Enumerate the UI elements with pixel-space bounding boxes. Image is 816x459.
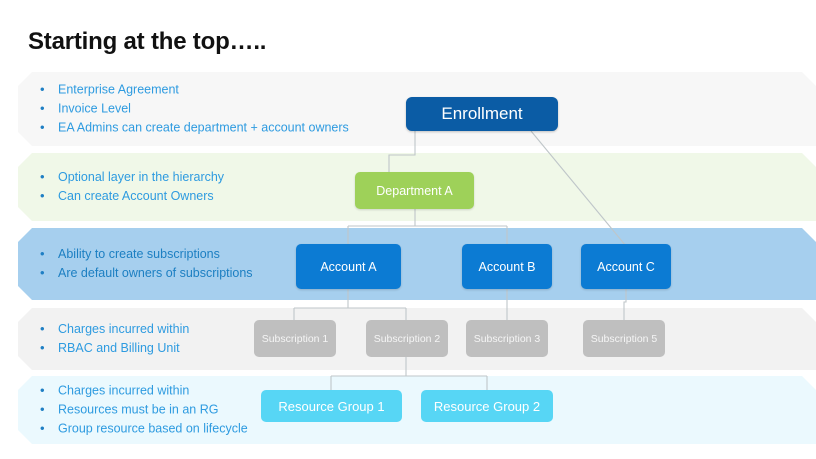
band-account-text: Ability to create subscriptions Are defa…	[36, 245, 253, 283]
band-enrollment-text: Enterprise Agreement Invoice Level EA Ad…	[36, 81, 349, 138]
node-account-b[interactable]: Account B	[462, 244, 552, 289]
node-resource-group-2-label: Resource Group 2	[433, 398, 541, 414]
bullet-list-enrollment: Enterprise Agreement Invoice Level EA Ad…	[36, 81, 349, 138]
band-enrollment: Enterprise Agreement Invoice Level EA Ad…	[18, 72, 816, 146]
bullet-list-subscription: Charges incurred within RBAC and Billing…	[36, 320, 189, 358]
node-subscription-3-label: Subscription 3	[473, 332, 541, 345]
node-department-a-label: Department A	[376, 183, 453, 198]
bullet-list-department: Optional layer in the hierarchy Can crea…	[36, 168, 224, 206]
bullet-item: Resources must be in an RG	[36, 401, 248, 420]
bullet-item: EA Admins can create department + accoun…	[36, 119, 349, 138]
node-subscription-5-label: Subscription 5	[590, 332, 658, 345]
bullet-item: Are default owners of subscriptions	[36, 264, 253, 283]
node-account-a-label: Account A	[320, 259, 377, 274]
node-resource-group-1[interactable]: Resource Group 1	[261, 390, 402, 422]
band-department: Optional layer in the hierarchy Can crea…	[18, 153, 816, 221]
bullet-list-account: Ability to create subscriptions Are defa…	[36, 245, 253, 283]
node-subscription-2-label: Subscription 2	[373, 332, 441, 345]
bullet-item: Invoice Level	[36, 100, 349, 119]
band-resource-text: Charges incurred within Resources must b…	[36, 382, 248, 439]
node-subscription-5[interactable]: Subscription 5	[583, 320, 665, 357]
node-account-c[interactable]: Account C	[581, 244, 671, 289]
node-enrollment[interactable]: Enrollment	[406, 97, 558, 131]
bullet-item: Can create Account Owners	[36, 187, 224, 206]
bullet-list-resource: Charges incurred within Resources must b…	[36, 382, 248, 439]
node-account-b-label: Account B	[478, 259, 536, 274]
node-subscription-2[interactable]: Subscription 2	[366, 320, 448, 357]
bullet-item: Enterprise Agreement	[36, 81, 349, 100]
node-subscription-1-label: Subscription 1	[261, 332, 329, 345]
node-enrollment-label: Enrollment	[441, 104, 523, 123]
bullet-item: Charges incurred within	[36, 320, 189, 339]
bullet-item: Optional layer in the hierarchy	[36, 168, 224, 187]
bullet-item: Charges incurred within	[36, 382, 248, 401]
node-account-a[interactable]: Account A	[296, 244, 401, 289]
bullet-item: Ability to create subscriptions	[36, 245, 253, 264]
node-resource-group-2[interactable]: Resource Group 2	[421, 390, 553, 422]
node-subscription-1[interactable]: Subscription 1	[254, 320, 336, 357]
bullet-item: RBAC and Billing Unit	[36, 339, 189, 358]
node-resource-group-1-label: Resource Group 1	[278, 398, 385, 414]
band-subscription-text: Charges incurred within RBAC and Billing…	[36, 320, 189, 358]
node-account-c-label: Account C	[597, 259, 655, 274]
band-account: Ability to create subscriptions Are defa…	[18, 228, 816, 300]
page-title: Starting at the top…..	[28, 28, 267, 55]
bullet-item: Group resource based on lifecycle	[36, 420, 248, 439]
node-subscription-3[interactable]: Subscription 3	[466, 320, 548, 357]
band-resource: Charges incurred within Resources must b…	[18, 376, 816, 444]
band-department-text: Optional layer in the hierarchy Can crea…	[36, 168, 224, 206]
node-department-a[interactable]: Department A	[355, 172, 474, 209]
